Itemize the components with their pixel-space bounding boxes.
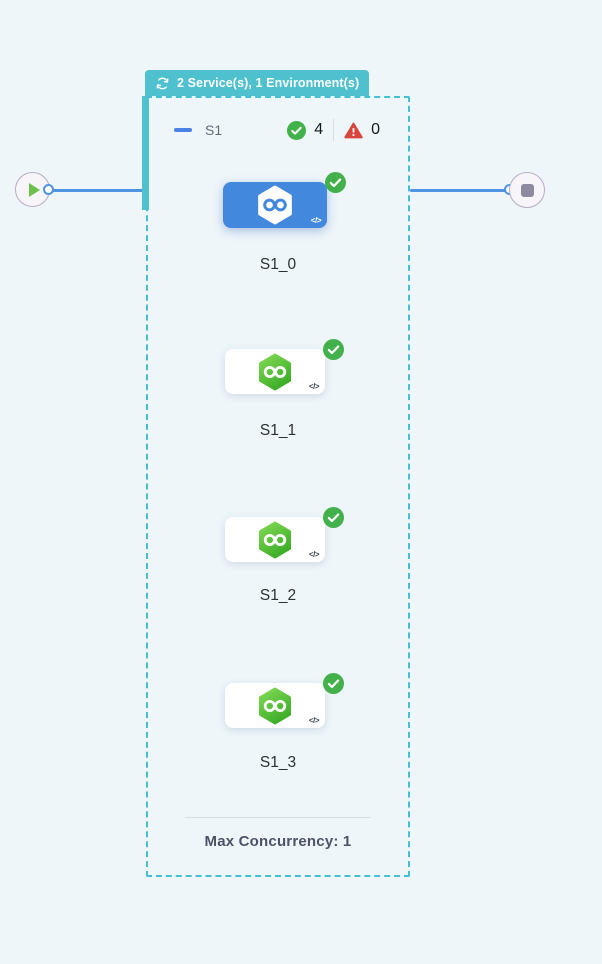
stage-left-accent-bar	[142, 96, 149, 210]
step-card-s1-0[interactable]: </>	[223, 172, 346, 228]
success-count: 4	[314, 121, 324, 138]
code-icon: </>	[308, 716, 320, 725]
footer-divider	[185, 817, 371, 818]
code-icon: </>	[308, 382, 320, 391]
stage-badge-label: 2 Service(s), 1 Environment(s)	[177, 76, 360, 90]
step-success-badge-icon	[325, 172, 346, 193]
step-card-s1-1[interactable]: </>	[225, 339, 344, 394]
step-card-s1-3[interactable]: </>	[225, 673, 344, 728]
code-icon: </>	[308, 550, 320, 559]
stage-name: S1	[205, 122, 223, 138]
collapse-icon[interactable]	[174, 128, 192, 132]
step-success-badge-icon	[323, 507, 344, 528]
stop-icon	[520, 183, 534, 197]
edge-stage-to-end	[410, 188, 510, 192]
loop-icon	[156, 77, 169, 89]
step-label: S1_3	[259, 754, 297, 771]
stage-container: S1 4 0	[146, 96, 410, 877]
start-connector-dot	[43, 184, 54, 195]
max-concurrency-label: Max Concurrency: 1	[204, 833, 352, 850]
step-label: S1_2	[259, 587, 297, 604]
stage-status-counts: 4 0	[287, 119, 380, 141]
step-label: S1_0	[259, 256, 297, 273]
service-hexagon-icon	[259, 687, 291, 724]
step-card-s1-2[interactable]: </>	[225, 507, 344, 562]
edge-start-to-stage	[48, 188, 146, 192]
failure-icon	[344, 122, 363, 138]
step-success-badge-icon	[323, 673, 344, 694]
step-label: S1_1	[259, 422, 297, 439]
step-success-badge-icon	[323, 339, 344, 360]
failure-count: 0	[371, 121, 380, 138]
end-node[interactable]	[509, 172, 545, 208]
count-divider	[333, 119, 335, 141]
service-hexagon-icon	[259, 353, 291, 390]
service-hexagon-icon	[258, 185, 292, 225]
success-icon	[287, 120, 307, 140]
play-icon	[29, 182, 40, 197]
code-icon: </>	[310, 216, 322, 225]
service-hexagon-icon	[259, 521, 291, 558]
stage-header: S1 4 0	[174, 116, 380, 144]
stage-group-badge[interactable]: 2 Service(s), 1 Environment(s)	[145, 70, 370, 96]
stage-header-left: S1	[174, 122, 222, 138]
